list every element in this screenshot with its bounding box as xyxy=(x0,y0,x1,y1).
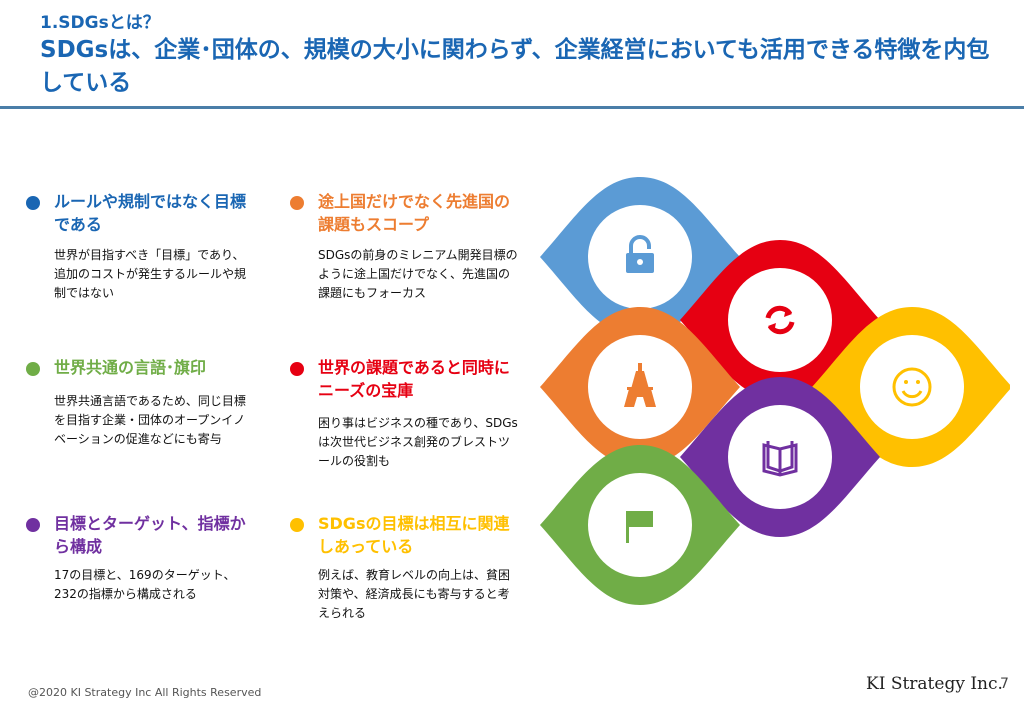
flag-icon xyxy=(626,511,653,543)
bullet-dot xyxy=(290,196,304,210)
feature-description: 困り事はビジネスの種であり、SDGsは次世代ビジネス創発のブレストツールの役割も xyxy=(318,416,518,468)
header-divider xyxy=(0,106,1024,109)
bullet-dot xyxy=(26,518,40,532)
petal-yellow xyxy=(812,307,1010,467)
feature-title: ルールや規制ではなく目標である xyxy=(54,192,247,234)
feature-description: 例えば、教育レベルの向上は、貧困対策や、経済成長にも寄与すると考えられる xyxy=(318,568,511,620)
sdgs-petal-graphic xyxy=(540,177,1010,605)
feature-title: 世界共通の言語･旗印 xyxy=(54,358,207,377)
feature-description: 17の目標と、169のターゲット、232の指標から構成される xyxy=(54,568,236,601)
book-icon xyxy=(762,441,798,477)
petal-blue xyxy=(540,177,740,337)
tower-icon xyxy=(624,363,656,407)
feature-title: 途上国だけでなく先進国の課題もスコープ xyxy=(318,192,511,234)
company-logo-text: KI Strategy Inc. xyxy=(866,674,1003,694)
feature-description: SDGsの前身のミレニアム開発目標のように途上国だけでなく、先進国の課題にもフォ… xyxy=(318,248,518,300)
bullet-dot xyxy=(290,518,304,532)
feature-description: 世界が目指すべき「目標」であり、追加のコストが発生するルールや規制ではない xyxy=(54,248,247,300)
feature-title: SDGsの目標は相互に関連しあっている xyxy=(318,514,510,556)
bullet-dot xyxy=(26,196,40,210)
section-label: 1.SDGsとは？ xyxy=(40,13,160,33)
copyright-text: @2020 KI Strategy Inc All Rights Reserve… xyxy=(28,686,262,699)
bullet-dot xyxy=(26,362,40,376)
petal-orange xyxy=(540,307,740,467)
lock-icon xyxy=(626,235,654,273)
bullet-dot xyxy=(290,362,304,376)
smiley-icon xyxy=(892,367,932,407)
refresh-icon xyxy=(765,305,795,335)
feature-description: 世界共通言語であるため、同じ目標を目指す企業・団体のオープンイノベーションの促進… xyxy=(54,394,246,446)
petal-green xyxy=(540,445,740,605)
petal-purple xyxy=(680,377,880,537)
feature-title: 世界の課題であると同時にニーズの宝庫 xyxy=(318,358,510,400)
feature-title: 目標とターゲット、指標から構成 xyxy=(54,514,246,556)
page-number: 7 xyxy=(1000,676,1009,692)
page-title: SDGsは、企業･団体の、規模の大小に関わらず、企業経営においても活用できる特徴… xyxy=(40,37,990,96)
petal-red xyxy=(680,240,880,400)
